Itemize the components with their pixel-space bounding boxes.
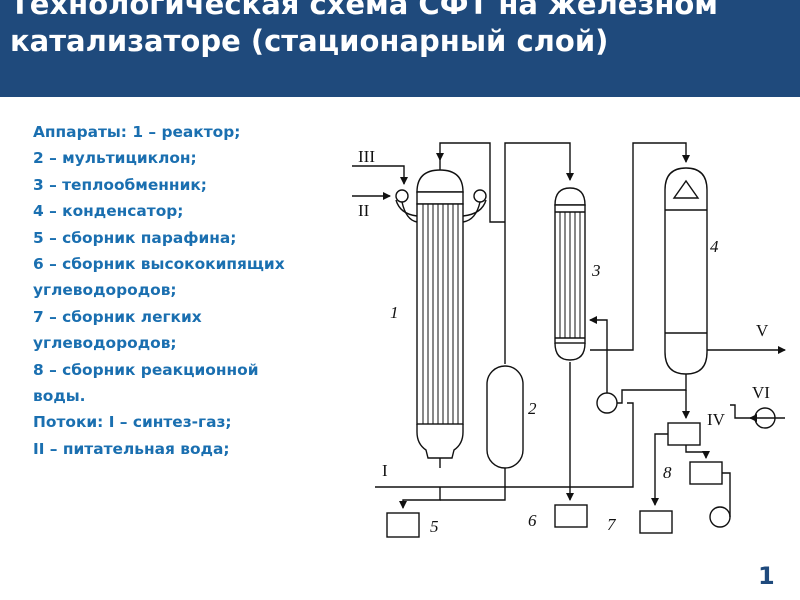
label-6: 6 [528,511,537,530]
legend-item: 5 – сборник парафина; [33,228,237,247]
stream-V: V [756,321,769,340]
stream-IV: IV [707,410,726,429]
multicyclone-vessel [486,365,524,488]
reactor-vessel [395,158,487,468]
condenser-vessel [664,167,708,375]
pump-1 [596,392,618,414]
heat-exchanger-vessel [554,187,586,361]
title-bar: Технологическая схема СФТ на железном ка… [0,0,800,97]
receiver-7 [639,510,673,534]
legend-item: Потоки: I – синтез-газ; [33,413,232,432]
receiver-8 [689,461,723,485]
legend-item: 3 – теплообменник; [33,175,207,194]
label-7: 7 [607,515,617,534]
stream-VI: VI [752,383,770,402]
slide-title: Технологическая схема СФТ на железном ка… [10,0,718,58]
stream-II: II [358,201,370,220]
receiver-5 [386,512,420,538]
label-5: 5 [430,517,439,536]
label-8: 8 [663,463,672,482]
legend-item: 7 – сборник легких углеводородов; [33,307,202,353]
label-3: 3 [591,261,601,280]
label-2: 2 [528,399,537,418]
separator-box [667,422,701,446]
legend: Аппараты: 1 – реактор; 2 – мультициклон;… [33,119,295,462]
legend-item: II – питательная вода; [33,439,230,458]
legend-item: 2 – мультициклон; [33,149,197,168]
page-number: 1 [758,562,775,590]
stream-III: III [358,147,375,166]
label-4: 4 [710,237,719,256]
receiver-6 [554,504,588,528]
legend-item: Аппараты: 1 – реактор; [33,123,241,141]
legend-item: 8 – сборник реакционной воды. [33,360,259,406]
pump-2 [709,506,731,528]
legend-item: 4 – конденсатор; [33,202,184,221]
label-1: 1 [390,303,399,322]
stream-I: I [382,461,388,480]
legend-item: 6 – сборник высококипящих углеводородов; [33,255,285,300]
